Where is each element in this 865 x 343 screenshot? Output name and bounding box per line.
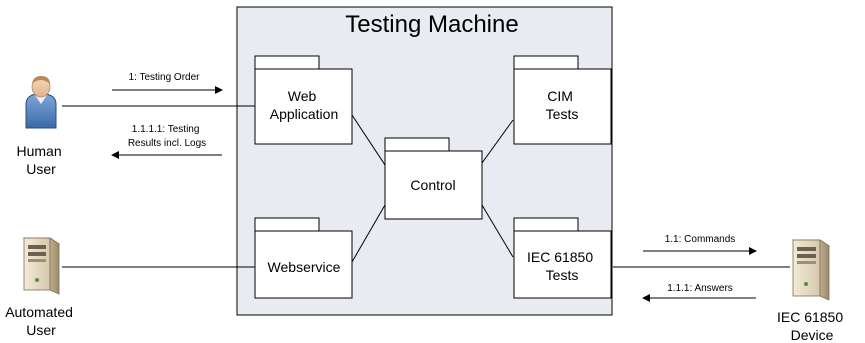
package-label-line: Web bbox=[288, 88, 317, 104]
message-answers: 1.1.1: Answers bbox=[642, 283, 756, 302]
package-label-line: Application bbox=[270, 106, 339, 122]
testing-machine-title: Testing Machine bbox=[345, 11, 518, 38]
actor-human-user: Human User bbox=[16, 76, 65, 177]
message-testing-results: 1.1.1.1: Testing Results incl. Logs bbox=[111, 124, 222, 159]
actor-label-line: User bbox=[26, 161, 56, 177]
svg-text:Human User: Human User bbox=[16, 143, 65, 177]
svg-text:1.1.1.1: Testing Results: 1.1.1.1: Testing Results incl. Logs bbox=[128, 124, 206, 149]
actor-label-line: Human bbox=[16, 143, 61, 159]
message-label: 1.1: Commands bbox=[665, 234, 736, 245]
package-label-line: Tests bbox=[546, 267, 579, 283]
connectors bbox=[62, 105, 790, 268]
server-icon bbox=[22, 237, 61, 295]
connector-webservice-control bbox=[351, 204, 386, 263]
svg-text:Automated User: Automated User bbox=[5, 304, 77, 338]
package-control: Control bbox=[384, 137, 483, 220]
package-label: Webservice bbox=[268, 259, 341, 275]
actor-label-line: Device bbox=[791, 327, 834, 343]
package-label-line: CIM bbox=[547, 88, 573, 104]
actor-automated-user: Automated User bbox=[5, 237, 77, 338]
server-icon bbox=[791, 239, 831, 301]
actor-label-line: User bbox=[26, 322, 56, 338]
message-testing-order: 1: Testing Order bbox=[112, 72, 223, 94]
package-webservice: Webservice bbox=[254, 217, 353, 299]
person-icon bbox=[25, 76, 57, 129]
connector-iec-control bbox=[481, 204, 514, 258]
connector-cim-control bbox=[481, 119, 514, 164]
package-label: Control bbox=[410, 177, 455, 193]
svg-text:Web Application: Web Application bbox=[270, 88, 339, 122]
actor-label-line: IEC 61850 bbox=[777, 309, 843, 325]
package-label-line: Tests bbox=[546, 106, 579, 122]
svg-text:CIM Tests: CIM Tests bbox=[546, 88, 579, 122]
actor-iec-61850-device: IEC 61850 Device bbox=[777, 239, 847, 343]
package-label-line: IEC 61850 bbox=[527, 249, 593, 265]
svg-text:IEC 61850 Device: IEC 61850 Device bbox=[777, 309, 847, 343]
connector-web-control bbox=[351, 114, 386, 166]
message-label-line: 1.1.1.1: Testing bbox=[132, 124, 200, 135]
package-iec-61850-tests: IEC 61850 Tests bbox=[513, 217, 612, 299]
message-commands: 1.1: Commands bbox=[643, 234, 757, 255]
message-label-line: Results incl. Logs bbox=[128, 138, 206, 149]
message-label: 1.1.1: Answers bbox=[667, 283, 733, 294]
package-cim-tests: CIM Tests bbox=[513, 55, 612, 145]
actor-label-line: Automated bbox=[5, 304, 73, 320]
package-web-application: Web Application bbox=[254, 55, 353, 145]
svg-text:IEC 61850 Tests: IEC 61850 Tests bbox=[527, 249, 597, 283]
message-label: 1: Testing Order bbox=[129, 72, 201, 83]
